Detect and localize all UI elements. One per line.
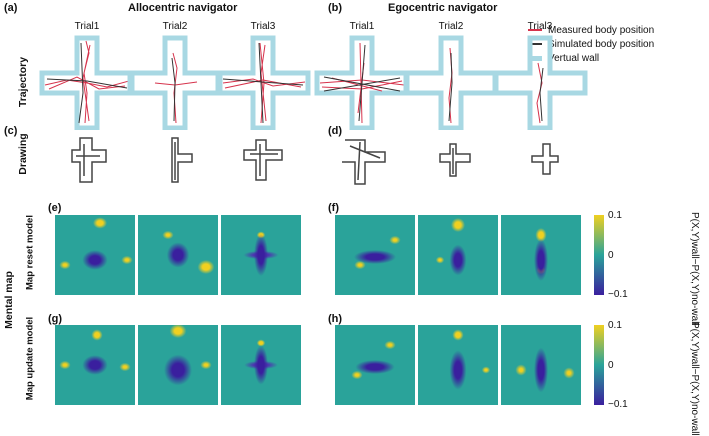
colorbar-top-label: P(X,Y)wall−P(X,Y)no-wall xyxy=(689,212,700,326)
trial-label-b3: Trial3 xyxy=(527,21,553,32)
legend-wall: Vertual wall xyxy=(528,51,654,65)
heatmap-g1 xyxy=(55,325,135,405)
heatmap-e3 xyxy=(221,215,301,295)
drawing-d3 xyxy=(531,143,559,175)
trajectory-a1 xyxy=(42,38,132,128)
heatmap-f3 xyxy=(501,215,581,295)
trial-label-a3: Trial3 xyxy=(250,21,276,32)
drawing-c3 xyxy=(243,139,283,181)
map-update-row-label: Map update model xyxy=(24,316,36,401)
trajectory-a2 xyxy=(130,38,220,128)
panel-d-letter: (d) xyxy=(328,125,343,137)
heatmap-f1 xyxy=(335,215,415,295)
heatmap-f2 xyxy=(418,215,498,295)
colorbar-top-mid: 0 xyxy=(608,250,614,261)
panel-h-letter: (h) xyxy=(328,313,343,325)
panel-f-letter: (f) xyxy=(328,202,339,214)
legend: Measured body position Simulated body po… xyxy=(528,23,654,65)
trial-label-a1: Trial1 xyxy=(74,21,100,32)
legend-simulated-label: Simulated body position xyxy=(548,38,655,50)
colorbar-top-max: 0.1 xyxy=(608,210,622,221)
egocentric-title: Egocentric navigator xyxy=(388,2,498,14)
heatmap-g2 xyxy=(138,325,218,405)
drawing-d2 xyxy=(439,143,471,177)
heatmap-e1 xyxy=(55,215,135,295)
drawing-c2 xyxy=(171,137,193,183)
heatmap-g3 xyxy=(221,325,301,405)
panel-b-letter: (b) xyxy=(328,2,343,14)
wall-swatch xyxy=(528,55,542,61)
trajectory-b1 xyxy=(317,38,407,128)
panel-c-letter: (c) xyxy=(4,125,18,137)
simulated-swatch xyxy=(528,43,542,45)
colorbar-bottom-mid: 0 xyxy=(608,360,614,371)
colorbar-top xyxy=(594,215,604,295)
panel-a-letter: (a) xyxy=(4,2,18,14)
colorbar-bottom-min: −0.1 xyxy=(608,399,628,410)
trial-label-b2: Trial2 xyxy=(438,21,464,32)
legend-measured: Measured body position xyxy=(528,23,654,37)
heatmap-e2 xyxy=(138,215,218,295)
trajectory-a3 xyxy=(218,38,308,128)
colorbar-top-min: −0.1 xyxy=(608,289,628,300)
heatmap-h3 xyxy=(501,325,581,405)
trajectory-b3 xyxy=(495,38,585,128)
drawing-c1 xyxy=(71,137,107,183)
panel-g-letter: (g) xyxy=(48,313,63,325)
trial-label-a2: Trial2 xyxy=(162,21,188,32)
legend-simulated: Simulated body position xyxy=(528,37,654,51)
legend-measured-label: Measured body position xyxy=(548,24,655,36)
colorbar-bottom-max: 0.1 xyxy=(608,320,622,331)
trial-label-b1: Trial1 xyxy=(349,21,375,32)
colorbar-bottom-label: P(X,Y)wall−P(X,Y)no-wall xyxy=(689,322,700,436)
map-reset-row-label: Map reset model xyxy=(24,215,36,290)
drawing-d1 xyxy=(342,139,386,185)
legend-wall-label: Vertual wall xyxy=(548,52,600,64)
trajectory-plots xyxy=(0,0,709,130)
measured-swatch xyxy=(528,29,542,31)
drawing-plots xyxy=(71,137,559,185)
trajectory-b2 xyxy=(406,38,496,128)
allocentric-title: Allocentric navigator xyxy=(128,2,238,14)
mental-map-row-label: Mental map xyxy=(3,271,15,329)
colorbar-bottom xyxy=(594,325,604,405)
heatmap-h2 xyxy=(418,325,498,405)
panel-e-letter: (e) xyxy=(48,202,62,214)
heatmap-h1 xyxy=(335,325,415,405)
